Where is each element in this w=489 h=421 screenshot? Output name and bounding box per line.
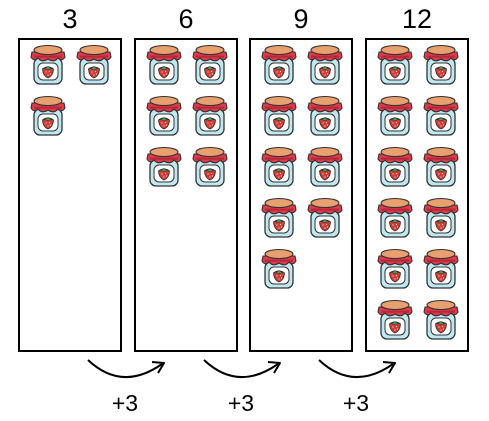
strawberry-jam-jar-icon — [305, 144, 345, 188]
count-label-1: 3 — [62, 4, 78, 34]
strawberry-jam-jar-icon — [375, 195, 415, 239]
strawberry-jam-jar-icon — [421, 246, 461, 290]
strawberry-jam-jar-icon — [375, 246, 415, 290]
curved-arrow-icon — [203, 359, 281, 378]
jar-panel-4 — [365, 38, 469, 352]
step-label-2: +3 — [227, 390, 255, 416]
strawberry-jam-jar-icon — [259, 246, 299, 290]
strawberry-jam-jar-icon — [421, 297, 461, 341]
count-label-4: 12 — [401, 4, 433, 34]
strawberry-jam-jar-icon — [259, 195, 299, 239]
strawberry-jam-jar-icon — [305, 93, 345, 137]
strawberry-jam-jar-icon — [421, 93, 461, 137]
strawberry-jam-jar-icon — [144, 42, 184, 86]
strawberry-jam-jar-icon — [375, 144, 415, 188]
strawberry-jam-jar-icon — [144, 144, 184, 188]
count-label-3: 9 — [293, 4, 309, 34]
jar-panel-2 — [134, 38, 238, 352]
strawberry-jam-jar-icon — [305, 42, 345, 86]
strawberry-jam-jar-icon — [375, 42, 415, 86]
strawberry-jam-jar-icon — [421, 42, 461, 86]
strawberry-jam-jar-icon — [190, 93, 230, 137]
strawberry-jam-jar-icon — [190, 144, 230, 188]
strawberry-jam-jar-icon — [305, 195, 345, 239]
strawberry-jam-jar-icon — [375, 297, 415, 341]
strawberry-jam-jar-icon — [74, 42, 114, 86]
curved-arrow-icon — [318, 359, 396, 378]
strawberry-jam-jar-icon — [259, 144, 299, 188]
jar-panel-1 — [18, 38, 122, 352]
step-label-1: +3 — [111, 390, 139, 416]
strawberry-jam-jar-icon — [259, 42, 299, 86]
strawberry-jam-jar-icon — [259, 93, 299, 137]
strawberry-jam-jar-icon — [28, 42, 68, 86]
strawberry-jam-jar-icon — [190, 42, 230, 86]
strawberry-jam-jar-icon — [144, 93, 184, 137]
curved-arrow-icon — [87, 359, 165, 378]
step-label-3: +3 — [342, 390, 370, 416]
strawberry-jam-jar-icon — [421, 195, 461, 239]
strawberry-jam-jar-icon — [28, 93, 68, 137]
jar-panel-3 — [249, 38, 353, 352]
strawberry-jam-jar-icon — [421, 144, 461, 188]
count-label-2: 6 — [178, 4, 194, 34]
strawberry-jam-jar-icon — [375, 93, 415, 137]
